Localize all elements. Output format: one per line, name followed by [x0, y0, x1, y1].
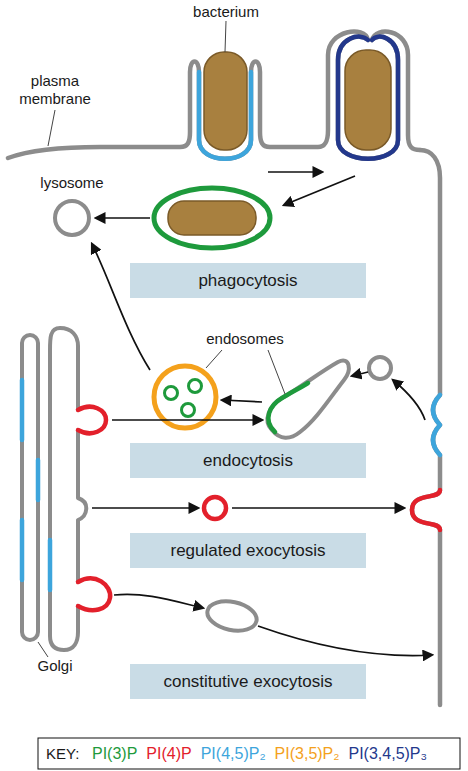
pi4p-bud — [78, 407, 106, 434]
part-label: Golgi — [20, 657, 90, 675]
leader-line — [48, 110, 55, 146]
process-arrow — [284, 176, 355, 205]
legend-label: PI(3)P — [92, 745, 137, 762]
late-endosome — [154, 366, 216, 428]
plasma-membrane — [8, 32, 420, 159]
process-arrow — [352, 372, 368, 376]
legend-swatch: PI(3,4,5)P₃ — [349, 745, 428, 763]
legend-label: PI(4)P — [146, 745, 191, 762]
legend: PI(3)P PI(4)P PI(4,5)P₂ PI(3,5)P₂ PI(3,4,5)P… — [92, 738, 427, 769]
legend-label: PI(4,5)P₂ — [201, 745, 266, 762]
process-arrows — [92, 172, 432, 656]
part-label: bacterium — [176, 3, 276, 21]
transport-vesicle — [205, 597, 260, 635]
process-arrow — [92, 507, 198, 509]
pi3p-membrane — [268, 383, 308, 432]
process-band: endocytosis — [130, 443, 366, 478]
process-arrow — [268, 171, 322, 173]
process-arrow — [222, 400, 262, 402]
endocytic-vesicle — [369, 357, 391, 379]
leader-line — [225, 21, 226, 52]
process-arrow — [112, 419, 262, 421]
pi4p-membrane — [412, 490, 440, 530]
pi345p3-membrane — [338, 37, 398, 159]
process-band: regulated exocytosis — [130, 533, 366, 568]
intraluminal-vesicle — [189, 380, 202, 393]
bacterium-body — [345, 50, 391, 150]
leader-line — [38, 642, 48, 657]
legend-label: PI(3,4,5)P₃ — [349, 745, 428, 762]
process-label: constitutive exocytosis — [163, 672, 332, 692]
bacterium-body — [204, 52, 247, 150]
legend-swatch: PI(3)P — [92, 745, 137, 763]
process-arrow — [96, 217, 150, 219]
process-arrow — [258, 626, 432, 656]
secretory-vesicle — [204, 497, 226, 519]
process-label: regulated exocytosis — [171, 541, 326, 561]
bacterium-body — [168, 201, 256, 235]
plasma-membrane — [412, 150, 440, 705]
legend-swatch: PI(4,5)P₂ — [201, 745, 266, 763]
phagosome — [154, 188, 270, 248]
process-band: constitutive exocytosis — [130, 664, 366, 699]
golgi-cisterna — [22, 335, 38, 640]
early-endosome — [267, 361, 348, 438]
pi4p-bud — [78, 578, 110, 610]
intraluminal-vesicle — [182, 404, 195, 417]
process-label: phagocytosis — [198, 271, 297, 291]
part-label: KEY: — [46, 745, 90, 763]
legend-swatch: PI(4)P — [146, 745, 191, 763]
lysosome-vesicle — [55, 201, 89, 235]
pi45p2-membrane — [48, 540, 53, 590]
part-label: plasma membrane — [15, 72, 95, 108]
intraluminal-vesicle — [165, 387, 178, 400]
legend-swatch: PI(3,5)P₂ — [275, 745, 340, 763]
part-label: endosomes — [195, 330, 295, 348]
process-arrow — [114, 594, 203, 608]
process-arrow — [232, 507, 404, 509]
golgi-cisterna — [50, 328, 86, 650]
leader-line — [206, 350, 222, 368]
part-label: lysosome — [22, 174, 122, 192]
pi45p2-membrane — [433, 395, 440, 455]
process-label: endocytosis — [203, 451, 293, 471]
legend-label: PI(3,5)P₂ — [275, 745, 340, 762]
membranes — [8, 32, 440, 705]
pi45p2-membrane — [22, 380, 38, 580]
legend-box — [38, 738, 460, 769]
process-band: phagocytosis — [130, 263, 366, 298]
leader-line — [268, 350, 285, 394]
process-arrow — [393, 380, 425, 420]
